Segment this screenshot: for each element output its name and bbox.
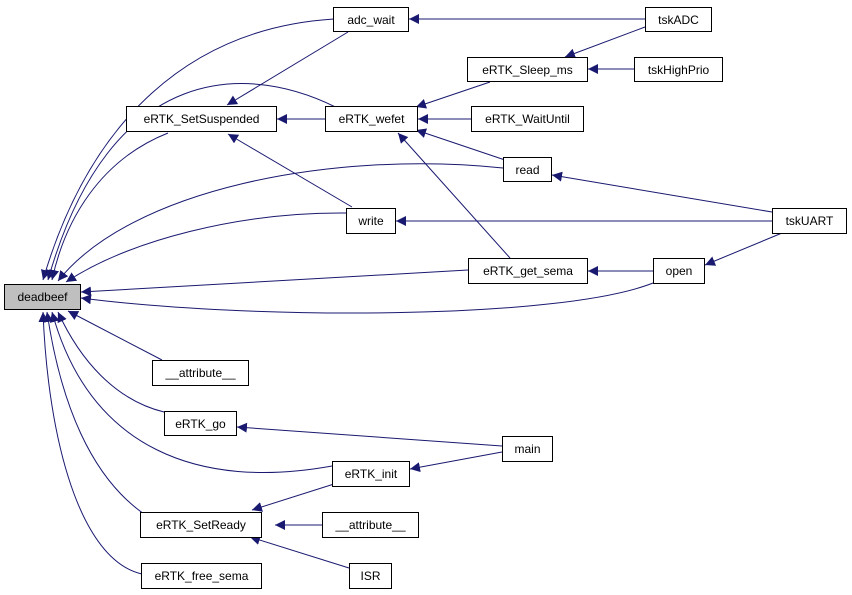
edge-main-eRTK_init — [409, 451, 503, 473]
node-eRTK-go[interactable]: eRTK_go — [164, 411, 237, 436]
node-write[interactable]: write — [346, 208, 396, 234]
edge-tskUART-read — [551, 171, 773, 213]
edge-eRTK_SetReady-deadbeef — [43, 311, 151, 519]
edge-read-eRTK_wefet — [415, 128, 506, 161]
edge-eRTK_go-deadbeef — [57, 311, 165, 413]
edge-eRTK_get_sema-deadbeef — [80, 269, 469, 297]
node-eRTK-get-sema[interactable]: eRTK_get_sema — [468, 258, 588, 284]
edge-attribute1-deadbeef — [67, 310, 163, 361]
node-tskUART[interactable]: tskUART — [772, 208, 847, 234]
node-eRTK-init[interactable]: eRTK_init — [332, 461, 410, 487]
edge-adc_wait-SetSuspended — [226, 31, 349, 106]
edge-write-SetSuspended — [227, 133, 353, 208]
edge-write-deadbeef — [65, 212, 347, 283]
node-tskADC[interactable]: tskADC — [645, 7, 712, 32]
edge-open-deadbeef — [80, 282, 654, 314]
edge-eRTK_init-deadbeef — [49, 311, 333, 473]
node-read[interactable]: read — [503, 157, 552, 182]
node-eRTK-free-sema[interactable]: eRTK_free_sema — [141, 563, 262, 589]
edge-eRTK_SetSuspended-deadbeef — [49, 132, 169, 281]
node-attribute-2[interactable]: __attribute__ — [322, 512, 419, 538]
node-eRTK-WaitUntil[interactable]: eRTK_WaitUntil — [471, 106, 584, 132]
node-main[interactable]: main — [502, 436, 553, 462]
node-ISR[interactable]: ISR — [349, 563, 392, 589]
node-eRTK-SetReady[interactable]: eRTK_SetReady — [140, 512, 262, 538]
edge-main-eRTK_go — [236, 422, 503, 447]
edge-eRTK_Sleep_ms-eRTK_wefet — [415, 81, 491, 109]
edge-ISR-SetReady — [249, 535, 350, 569]
edge-eRTK_get_sema-eRTK_wefet — [397, 132, 511, 259]
edge-tskUART-open — [704, 232, 783, 266]
edge-eRTK_init-SetReady — [251, 483, 335, 512]
node-eRTK-wefet[interactable]: eRTK_wefet — [325, 106, 418, 132]
edge-eRTK_wefet-deadbeef — [45, 83, 346, 281]
edge-read-deadbeef — [57, 163, 504, 282]
node-deadbeef: deadbeef — [4, 284, 81, 310]
node-eRTK-SetSuspended[interactable]: eRTK_SetSuspended — [126, 106, 277, 132]
edge-tskADC-eRTK_Sleep_ms — [564, 26, 646, 59]
edge-eRTK_free_sema-deadbeef — [38, 311, 143, 575]
node-tskHighPrio[interactable]: tskHighPrio — [634, 57, 723, 82]
node-attribute-1[interactable]: __attribute__ — [152, 360, 249, 386]
node-eRTK-Sleep-ms[interactable]: eRTK_Sleep_ms — [467, 57, 588, 82]
node-adc-wait[interactable]: adc_wait — [333, 7, 409, 32]
node-open[interactable]: open — [653, 258, 705, 284]
edge-adc_wait-deadbeef — [41, 18, 335, 281]
